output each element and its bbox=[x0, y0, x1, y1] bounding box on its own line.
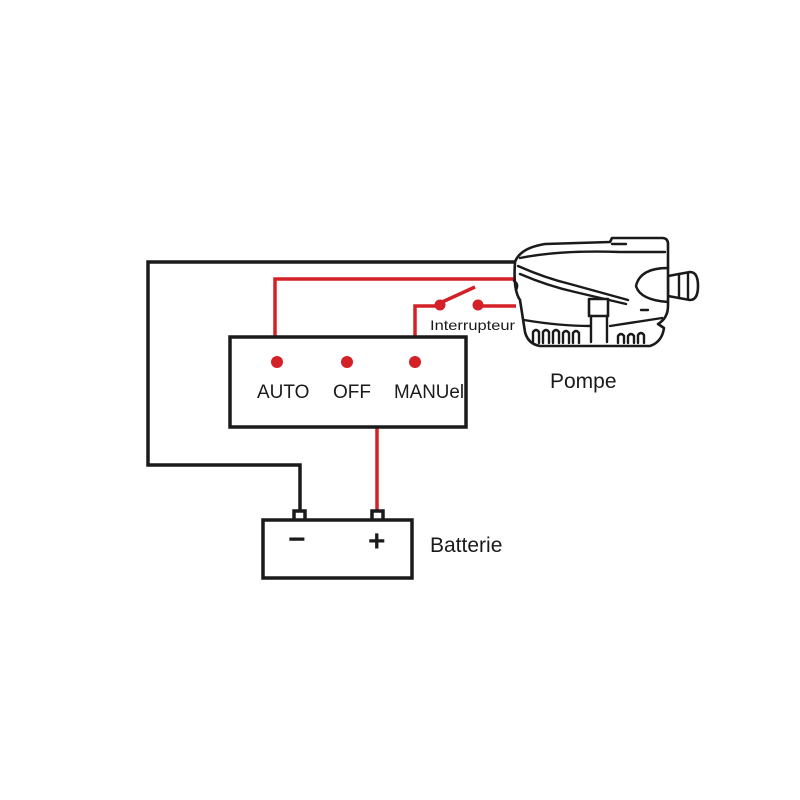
ground-wire bbox=[146, 260, 515, 512]
off-terminal[interactable] bbox=[341, 356, 353, 368]
auto-label: AUTO bbox=[257, 382, 309, 403]
battery-label: Batterie bbox=[430, 534, 502, 557]
battery bbox=[261, 518, 414, 580]
manual-terminal[interactable] bbox=[409, 356, 421, 368]
switch-panel bbox=[228, 335, 468, 429]
float-switch-label: Interrupteur bbox=[430, 317, 515, 333]
float-switch-contact-left bbox=[434, 299, 446, 311]
manual-label: MANUel bbox=[394, 382, 464, 403]
battery-positive-symbol: + bbox=[368, 525, 386, 558]
battery-negative-symbol: − bbox=[288, 523, 306, 556]
pump-label: Pompe bbox=[550, 370, 617, 393]
auto-wire bbox=[273, 277, 515, 362]
auto-terminal[interactable] bbox=[271, 356, 283, 368]
float-switch-lever bbox=[439, 285, 476, 305]
pump-icon bbox=[512, 236, 700, 348]
off-label: OFF bbox=[333, 382, 371, 403]
float-switch-contact-right bbox=[472, 299, 484, 311]
